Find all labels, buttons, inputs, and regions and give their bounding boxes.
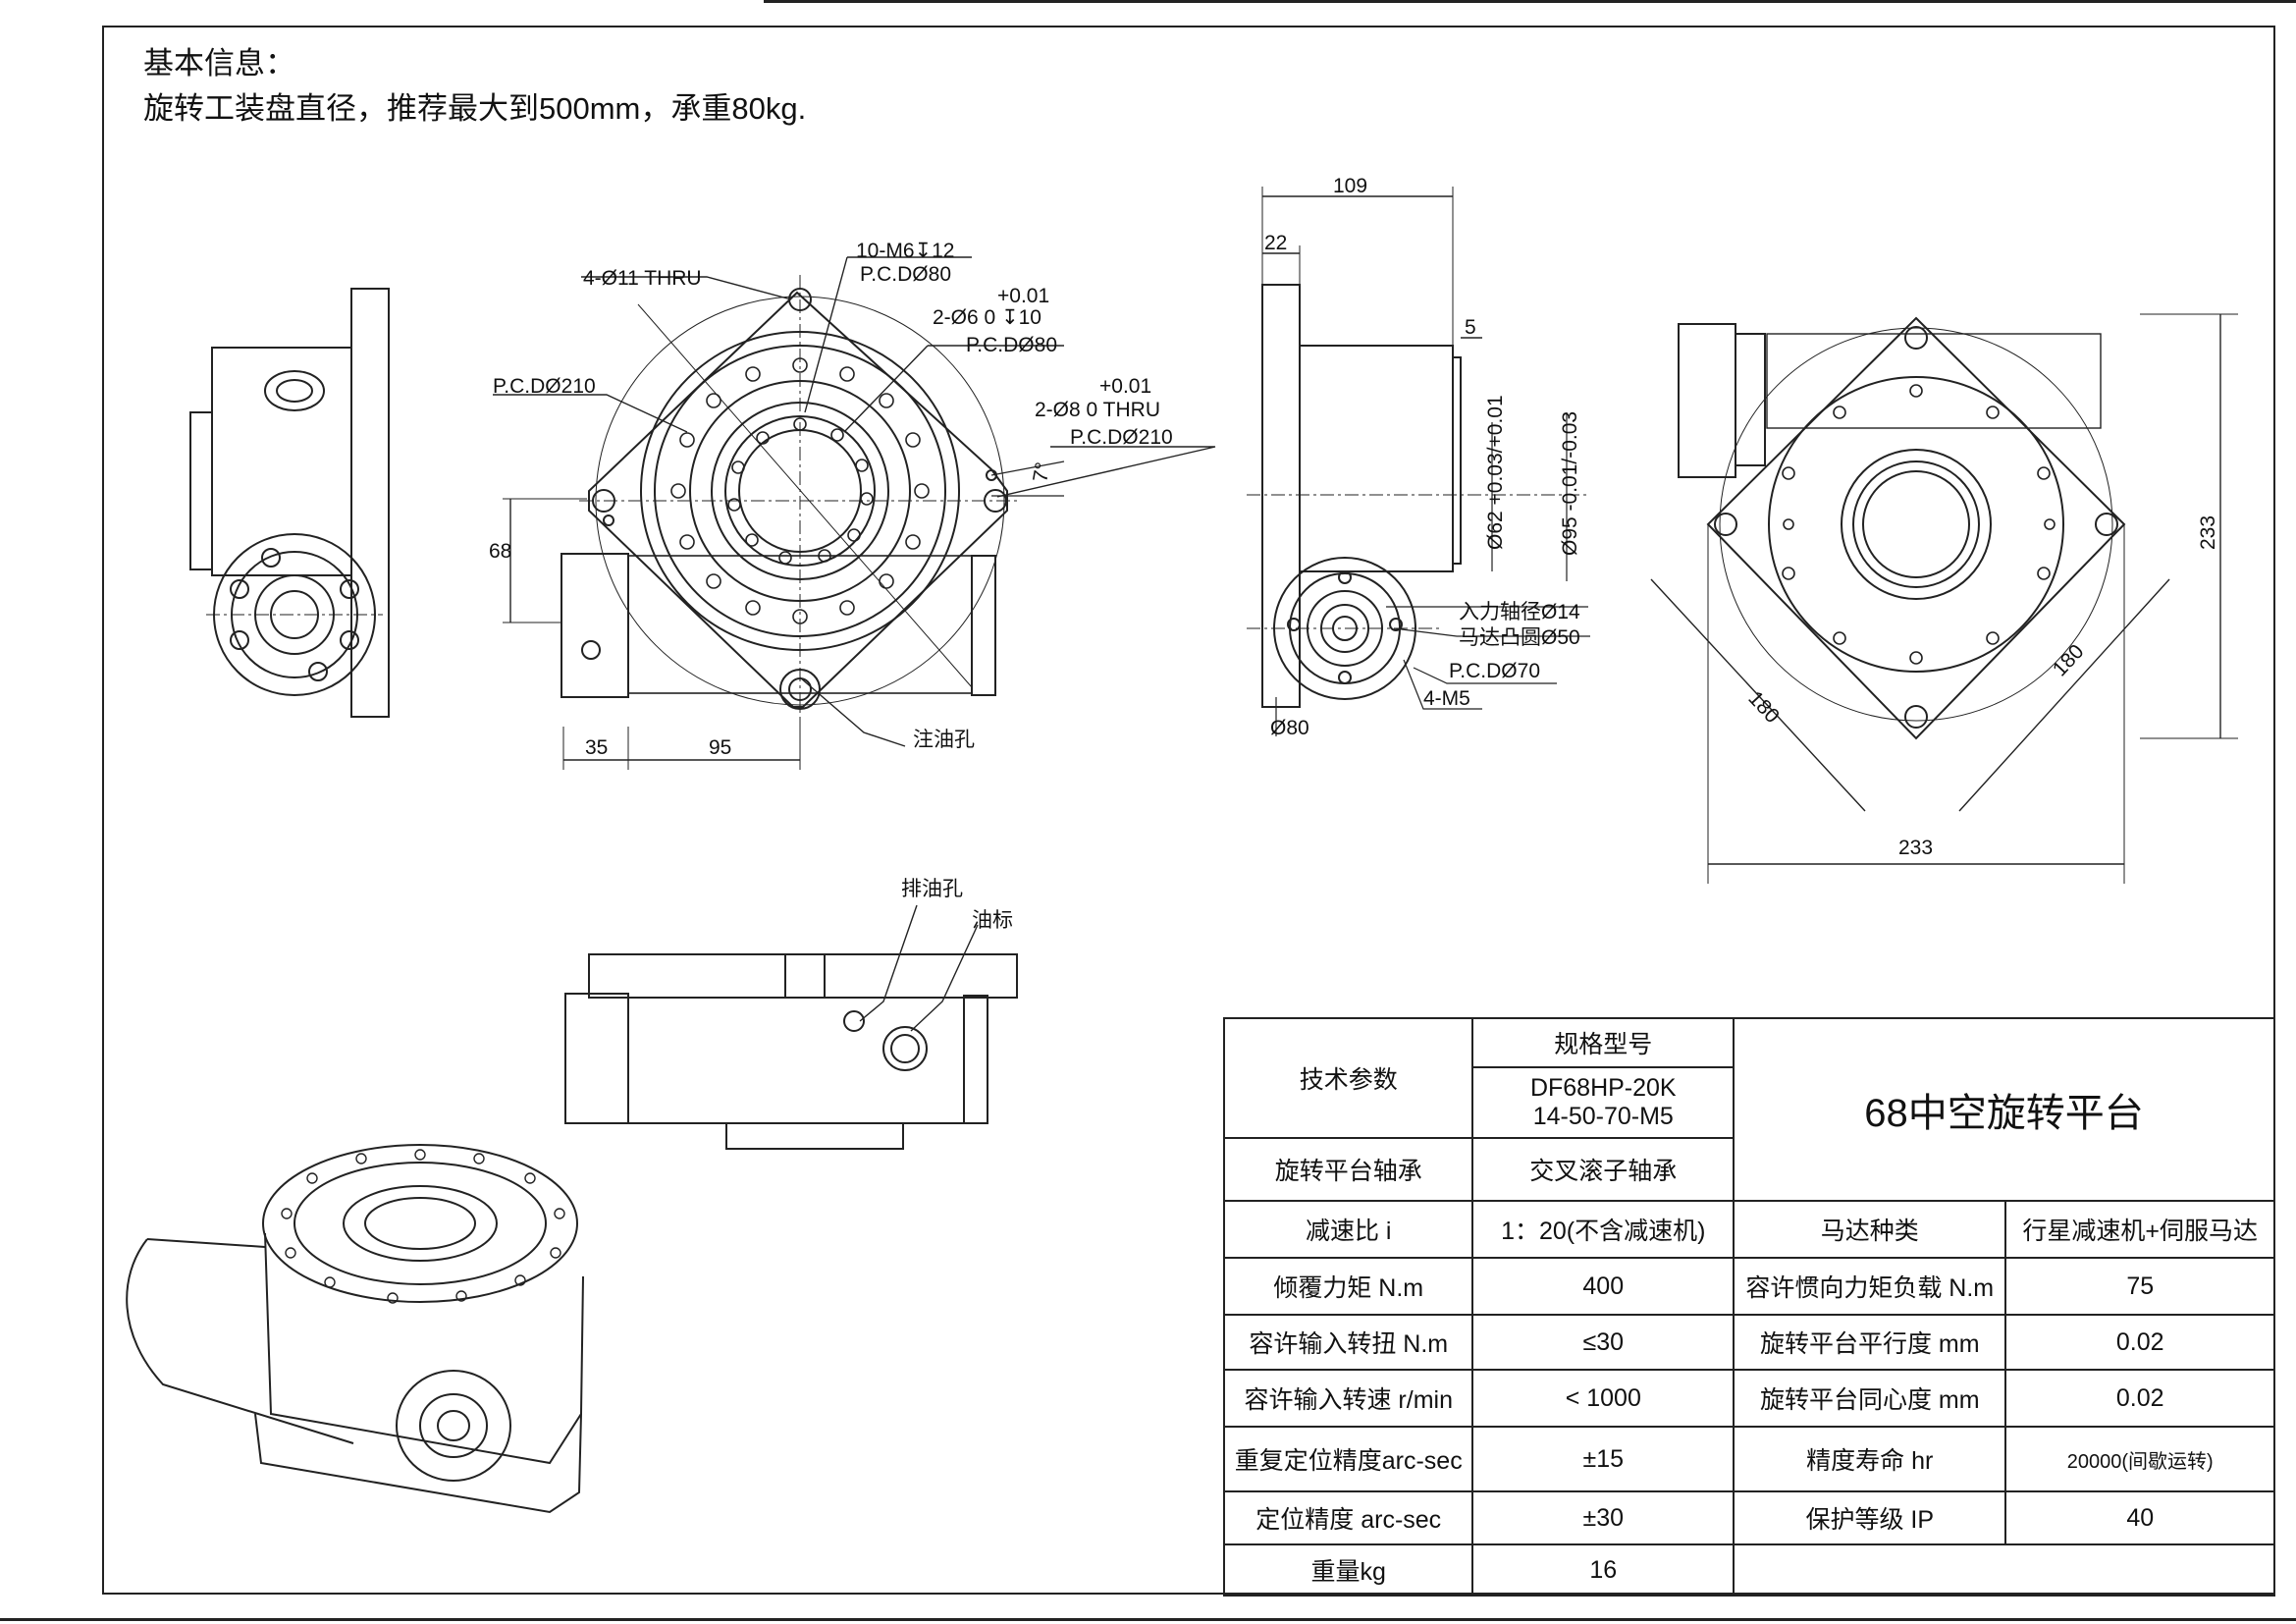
model-line-2: 14-50-70-M5 bbox=[1532, 1103, 1674, 1130]
label-pin6: 2-Ø6 0 ↧10 bbox=[933, 306, 1041, 329]
info-description: 旋转工装盘直径，推荐最大到500mm，承重80kg. bbox=[143, 91, 807, 126]
spec-label: 容许输入转扭 N.m bbox=[1222, 1314, 1474, 1371]
product-title: 68中空旋转平台 bbox=[1733, 1017, 2275, 1202]
spec-value: ≤30 bbox=[1471, 1314, 1735, 1371]
spec-value: 行星减速机+伺服马达 bbox=[2004, 1200, 2275, 1259]
model-number: DF68HP-20K 14-50-70-M5 bbox=[1471, 1066, 1735, 1139]
label-pcd70: P.C.DØ70 bbox=[1449, 660, 1540, 682]
spec-label: 倾覆力矩 N.m bbox=[1222, 1257, 1474, 1316]
spec-label: 旋转平台轴承 bbox=[1222, 1137, 1474, 1202]
spec-value: 交叉滚子轴承 bbox=[1471, 1137, 1735, 1202]
label-dim-109: 109 bbox=[1333, 175, 1367, 197]
spec-value: 0.02 bbox=[2004, 1314, 2275, 1371]
spec-label: 马达种类 bbox=[1733, 1200, 2007, 1259]
label-pcd80-a: P.C.DØ80 bbox=[860, 263, 951, 286]
label-oil-fill: 注油孔 bbox=[913, 729, 975, 751]
spec-value: ±15 bbox=[1471, 1426, 1735, 1492]
label-input-shaft: 入力轴径Ø14 bbox=[1459, 601, 1580, 623]
spec-value: 75 bbox=[2004, 1257, 2275, 1316]
label-oil-drain: 排油孔 bbox=[901, 878, 963, 900]
spec-label: 保护等级 IP bbox=[1733, 1490, 2007, 1545]
label-dia95: Ø95 -0.01/-0.03 bbox=[1559, 411, 1581, 556]
spec-value: 16 bbox=[1471, 1543, 1735, 1597]
drawing-frame bbox=[102, 26, 2275, 1595]
spec-value: 1：20(不含减速机) bbox=[1471, 1200, 1735, 1259]
label-oil-gauge: 油标 bbox=[972, 909, 1013, 932]
spec-value: 20000(间歇运转) bbox=[2004, 1426, 2275, 1492]
bottom-view bbox=[1650, 313, 2238, 884]
label-dim-233-h: 233 bbox=[1898, 837, 1933, 859]
isometric-view bbox=[126, 1144, 584, 1514]
spec-label: 旋转平台同心度 mm bbox=[1733, 1369, 2007, 1428]
side-view-left bbox=[189, 288, 390, 718]
spec-value: ±30 bbox=[1471, 1490, 1735, 1545]
info-heading: 基本信息： bbox=[143, 46, 295, 81]
spec-label: 容许惯向力矩负载 N.m bbox=[1733, 1257, 2007, 1316]
label-dia62: Ø62 +0.03/+0.01 bbox=[1484, 395, 1507, 550]
spec-value: < 1000 bbox=[1471, 1369, 1735, 1428]
label-dim-68: 68 bbox=[489, 540, 511, 563]
top-border-line bbox=[764, 0, 2296, 3]
basic-info: 基本信息： 旋转工装盘直径，推荐最大到500mm，承重80kg. bbox=[143, 41, 806, 132]
tech-params-label: 技术参数 bbox=[1222, 1017, 1474, 1139]
top-view bbox=[493, 256, 1216, 770]
side-view-right bbox=[1247, 187, 1590, 736]
model-line-1: DF68HP-20K bbox=[1529, 1074, 1677, 1102]
spec-table: 技术参数 规格型号 68中空旋转平台 DF68HP-20K 14-50-70-M… bbox=[1222, 1017, 2275, 1597]
label-thru-holes: 4-Ø11 THRU bbox=[583, 267, 702, 290]
label-angle: 7° bbox=[1029, 460, 1054, 484]
spec-value: 400 bbox=[1471, 1257, 1735, 1316]
label-dim-22: 22 bbox=[1264, 232, 1287, 254]
label-dim-233-v: 233 bbox=[2197, 515, 2219, 550]
label-m6-tap: 10-M6↧12 bbox=[856, 240, 954, 262]
spec-label: 定位精度 arc-sec bbox=[1222, 1490, 1474, 1545]
label-pcd210-right: P.C.DØ210 bbox=[1070, 426, 1173, 449]
label-motor-boss: 马达凸圆Ø50 bbox=[1459, 626, 1580, 649]
label-pcd80-b: P.C.DØ80 bbox=[966, 334, 1057, 356]
label-m5: 4-M5 bbox=[1423, 687, 1470, 710]
spec-label: 减速比 i bbox=[1222, 1200, 1474, 1259]
spec-value: 0.02 bbox=[2004, 1369, 2275, 1428]
spec-label: 旋转平台平行度 mm bbox=[1733, 1314, 2007, 1371]
spec-label: 容许输入转速 r/min bbox=[1222, 1369, 1474, 1428]
spec-value: 40 bbox=[2004, 1490, 2275, 1545]
spec-label: 重量kg bbox=[1222, 1543, 1474, 1597]
label-dim-180-a: 180 bbox=[1743, 687, 1784, 728]
label-pin8: 2-Ø8 0 THRU bbox=[1035, 399, 1160, 421]
label-dim-35: 35 bbox=[585, 736, 608, 759]
front-view bbox=[564, 904, 1018, 1150]
label-pin6-tol: +0.01 bbox=[997, 285, 1049, 307]
label-dim-5: 5 bbox=[1465, 316, 1476, 339]
spec-empty-cell bbox=[1733, 1543, 2275, 1597]
spec-label: 重复定位精度arc-sec bbox=[1222, 1426, 1474, 1492]
label-dia80: Ø80 bbox=[1270, 717, 1309, 739]
label-dim-95: 95 bbox=[709, 736, 731, 759]
model-header: 规格型号 bbox=[1471, 1017, 1735, 1068]
label-pcd210-left: P.C.DØ210 bbox=[493, 375, 596, 398]
label-pin8-tol: +0.01 bbox=[1099, 375, 1151, 398]
bottom-border-line bbox=[0, 1618, 2296, 1621]
spec-label: 精度寿命 hr bbox=[1733, 1426, 2007, 1492]
